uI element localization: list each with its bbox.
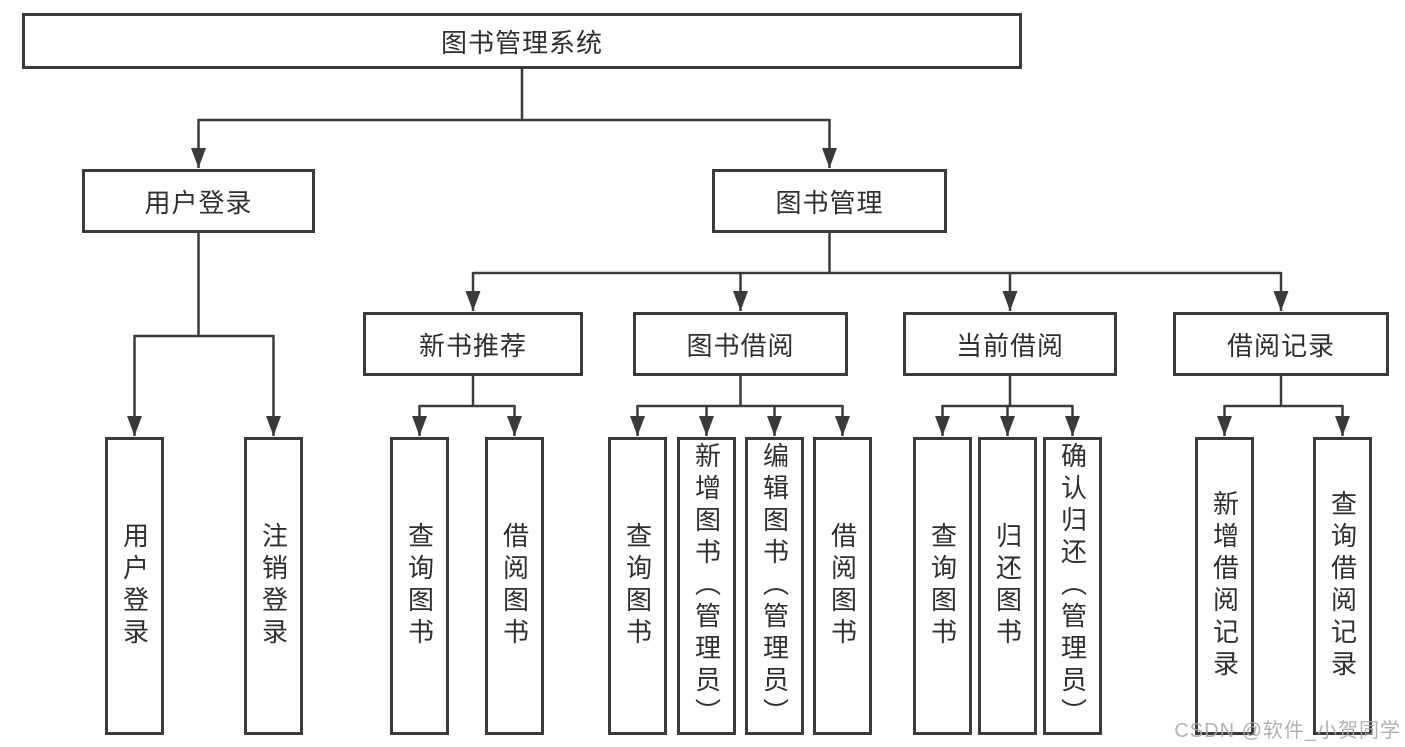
leaf-borrow-books: 借阅图书	[813, 437, 872, 735]
node-current-borrow: 当前借阅	[903, 312, 1117, 376]
node-new-book-recommend-label: 新书推荐	[418, 330, 527, 361]
leaf-confirm-return-admin: 确认归还（管理员）	[1043, 437, 1102, 735]
leaf-confirm-return-admin-label: 确认归还（管理员）	[1057, 442, 1088, 730]
leaf-logout: 注销登录	[244, 437, 303, 735]
leaf-rec-borrow-books-label: 借阅图书	[499, 522, 530, 650]
leaf-return-books: 归还图书	[978, 437, 1037, 735]
node-root-label: 图书管理系统	[440, 27, 603, 58]
node-root-library-system: 图书管理系统	[22, 13, 1022, 69]
leaf-borrow-query-books: 查询图书	[608, 437, 667, 735]
leaf-borrow-query-books-label: 查询图书	[622, 522, 653, 650]
leaf-rec-query-books: 查询图书	[390, 437, 449, 735]
leaf-edit-books-admin: 编辑图书（管理员）	[745, 437, 804, 735]
leaf-add-borrow-record: 新增借阅记录	[1195, 437, 1254, 735]
node-book-borrow-label: 图书借阅	[686, 330, 795, 361]
csdn-watermark: CSDN @软件_小贺同学	[1174, 720, 1401, 742]
leaf-query-borrow-record: 查询借阅记录	[1313, 437, 1372, 735]
leaf-current-query-books: 查询图书	[913, 437, 972, 735]
leaf-add-borrow-record-label: 新增借阅记录	[1209, 490, 1240, 682]
leaf-add-books-admin-label: 新增图书（管理员）	[691, 442, 722, 730]
node-book-borrow: 图书借阅	[633, 312, 848, 376]
node-user-login-label: 用户登录	[144, 187, 253, 218]
leaf-borrow-books-label: 借阅图书	[827, 522, 858, 650]
leaf-edit-books-admin-label: 编辑图书（管理员）	[759, 442, 790, 730]
leaf-user-login: 用户登录	[105, 437, 164, 735]
leaf-rec-borrow-books: 借阅图书	[485, 437, 544, 735]
node-current-borrow-label: 当前借阅	[955, 330, 1064, 361]
leaf-current-query-books-label: 查询图书	[927, 522, 958, 650]
leaf-query-borrow-record-label: 查询借阅记录	[1327, 490, 1358, 682]
node-book-management-label: 图书管理	[775, 187, 884, 218]
node-user-login: 用户登录	[82, 169, 315, 233]
node-book-management: 图书管理	[712, 169, 947, 233]
leaf-rec-query-books-label: 查询图书	[404, 522, 435, 650]
leaf-add-books-admin: 新增图书（管理员）	[677, 437, 736, 735]
node-borrow-records-label: 借阅记录	[1226, 330, 1335, 361]
leaf-user-login-label: 用户登录	[119, 522, 150, 650]
node-borrow-records: 借阅记录	[1173, 312, 1389, 376]
node-new-book-recommend: 新书推荐	[363, 312, 583, 376]
leaf-logout-label: 注销登录	[258, 522, 289, 650]
leaf-return-books-label: 归还图书	[992, 522, 1023, 650]
